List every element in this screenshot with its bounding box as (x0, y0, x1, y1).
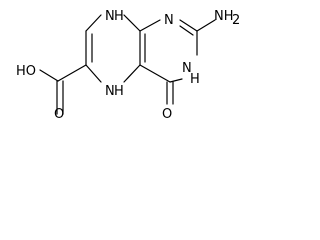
atom-h3: H (190, 72, 200, 87)
bond-n5-c4a (123, 64, 141, 83)
atom-n8: N (105, 9, 115, 24)
bond-n3-c4 (169, 78, 183, 83)
atom-nh2-subscript: 2 (232, 13, 240, 28)
atom-h8: H (114, 9, 124, 24)
bond-n1-c2-inner (179, 25, 194, 36)
bond-n8-c8a (123, 14, 141, 32)
atom-nh2: NH (214, 9, 234, 24)
bond-c6-n5 (85, 64, 102, 83)
atom-n3: N (182, 61, 192, 76)
atom-h5: H (114, 84, 124, 99)
atom-labels: N H N NH 2 N H O N H HO O (16, 9, 240, 122)
bond-cooh-oh (39, 69, 59, 82)
bonds (39, 14, 216, 115)
atom-o-carbonyl: O (162, 107, 172, 122)
bond-c6-cooh (57, 64, 87, 82)
pterin-carboxylic-acid-structure: N H N NH 2 N H O N H HO O (16, 9, 240, 122)
bond-c4-c4a (139, 64, 171, 83)
bond-c8a-n1 (139, 19, 161, 32)
bond-n8-c7 (85, 14, 102, 32)
atom-n1: N (164, 13, 174, 28)
atom-o-acid: O (54, 107, 64, 122)
atom-o-hydroxyl: HO (16, 64, 36, 79)
bond-c2-nh2 (196, 19, 216, 32)
molecule-canvas: N H N NH 2 N H O N H HO O (16, 9, 241, 122)
bond-n1-c2 (179, 19, 198, 32)
atom-n5: N (105, 84, 115, 99)
